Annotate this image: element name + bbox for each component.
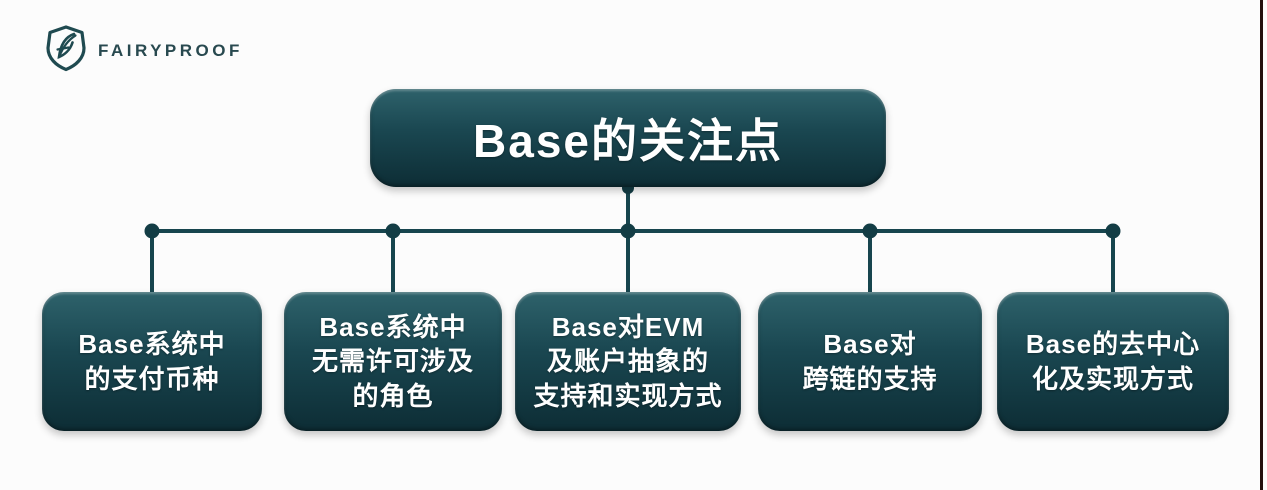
child-node-label: Base对 跨链的支持 — [802, 329, 938, 394]
child-node-evm-account-abstraction: Base对EVM 及账户抽象的 支持和实现方式 — [515, 292, 741, 431]
root-node: Base的关注点 — [370, 89, 886, 187]
junction-dot-2 — [385, 223, 401, 239]
child-node-label: Base对EVM 及账户抽象的 支持和实现方式 — [533, 312, 723, 411]
child-node-label: Base系统中 的支付币种 — [78, 329, 226, 394]
junction-dot-4 — [862, 223, 878, 239]
root-node-label: Base的关注点 — [473, 115, 783, 167]
child-node-payment-currencies: Base系统中 的支付币种 — [42, 292, 262, 431]
child-node-permissionless-roles: Base系统中 无需许可涉及 的角色 — [284, 292, 502, 431]
right-edge-strip — [1260, 0, 1263, 490]
junction-dot-3 — [620, 223, 636, 239]
junction-dot-5 — [1105, 223, 1121, 239]
junction-dot-1 — [144, 223, 160, 239]
brand-name: FAIRYPROOF — [98, 41, 243, 60]
child-node-label: Base的去中心 化及实现方式 — [1025, 329, 1201, 394]
brand-logo: FAIRYPROOF — [44, 24, 243, 72]
child-node-label: Base系统中 无需许可涉及 的角色 — [311, 312, 474, 411]
shield-feather-icon — [46, 25, 86, 72]
child-node-cross-chain-support: Base对 跨链的支持 — [758, 292, 982, 431]
child-node-decentralization: Base的去中心 化及实现方式 — [997, 292, 1229, 431]
